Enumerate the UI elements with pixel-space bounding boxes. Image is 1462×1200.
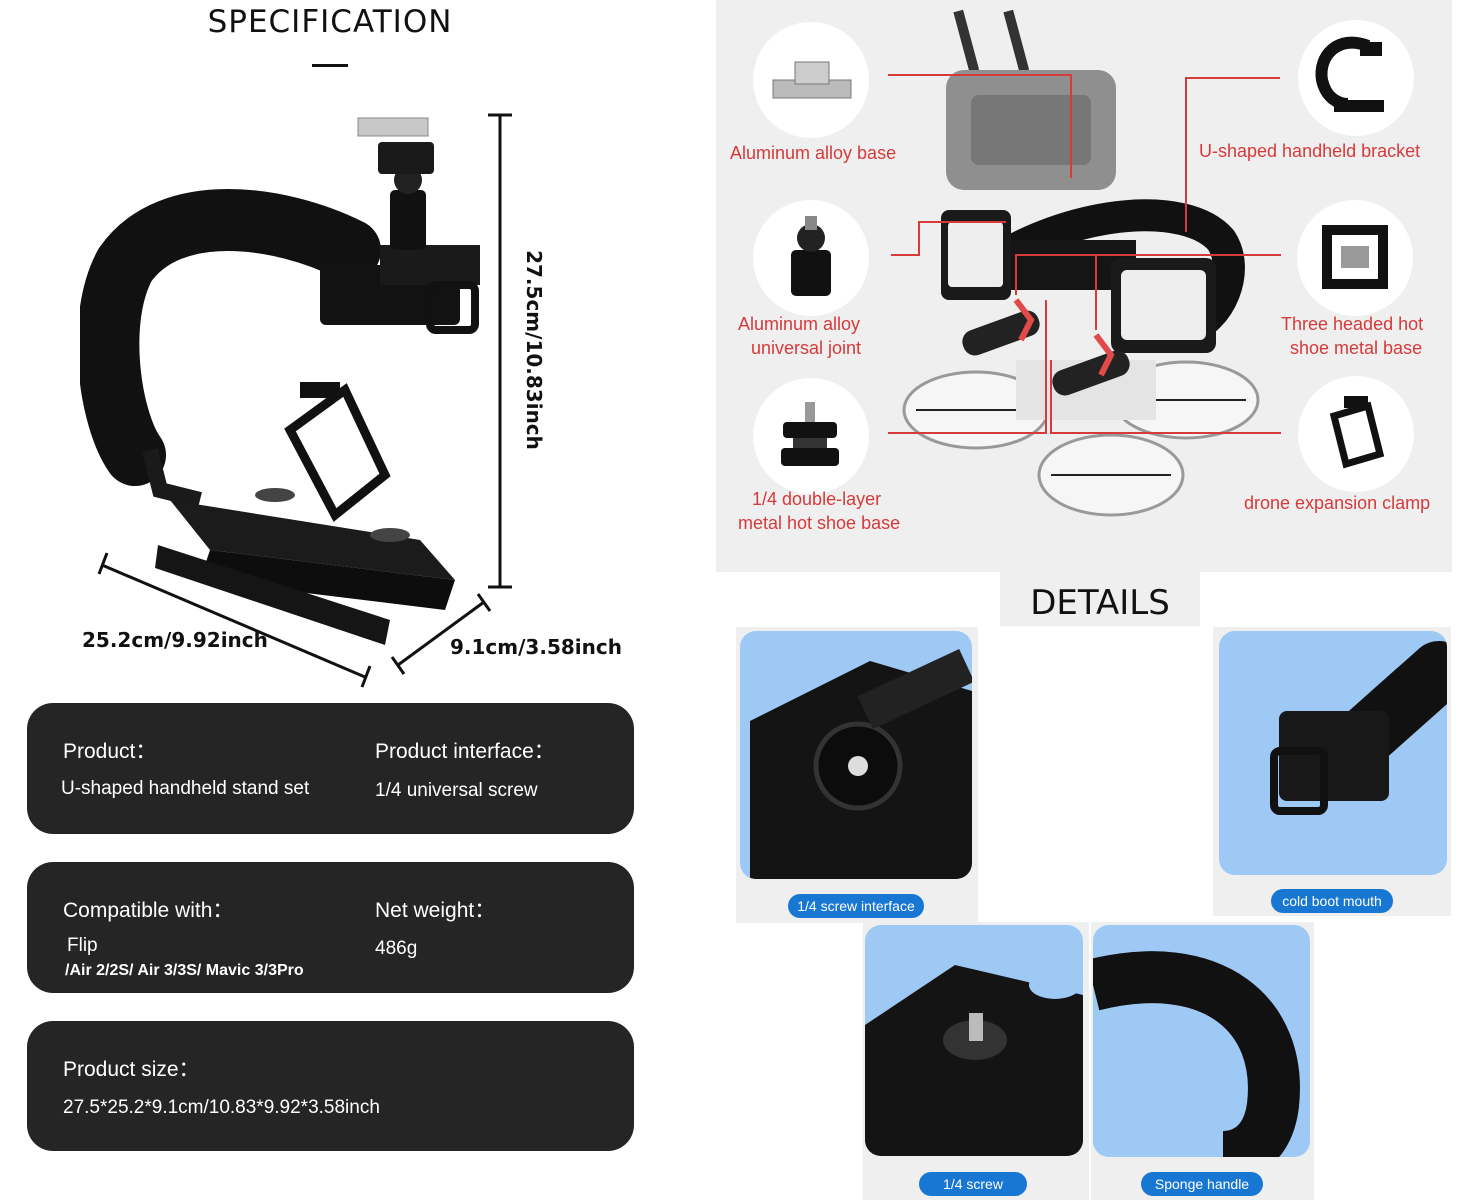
u-shaped-stand-image xyxy=(80,113,512,688)
screw-caption: 1/4 screw xyxy=(919,1172,1027,1196)
product-value: U-shaped handheld stand set xyxy=(61,778,310,799)
drone-assembly-image xyxy=(888,9,1281,517)
product-interface-label: Product interface： xyxy=(375,740,555,763)
hot-shoe-label-line2: metal hot shoe base xyxy=(738,513,901,533)
title-underline xyxy=(312,64,348,67)
universal-joint-thumb xyxy=(753,200,869,316)
product-label: Product： xyxy=(63,740,157,763)
detail-screw: 1/4 screw xyxy=(863,922,1089,1200)
net-weight-value: 486g xyxy=(375,938,418,959)
screw-interface-caption: 1/4 screw interface xyxy=(788,894,924,918)
height-dimension-label: 27.5cm/10.83inch xyxy=(522,250,546,450)
detail-screw-interface: 1/4 screw interface xyxy=(736,627,978,923)
compatible-value-line1: Flip xyxy=(67,935,98,956)
aluminum-base-thumb xyxy=(753,22,869,138)
universal-joint-label-line2: universal joint xyxy=(751,338,862,358)
sponge-photo xyxy=(1093,925,1310,1157)
product-size-label: Product size： xyxy=(63,1058,200,1081)
three-head-label-line1: Three headed hot xyxy=(1281,314,1424,334)
product-size-card: Product size： 27.5*25.2*9.1cm/10.83*9.92… xyxy=(27,1021,634,1151)
cold-boot-caption: cold boot mouth xyxy=(1271,889,1393,913)
sponge-caption: Sponge handle xyxy=(1141,1172,1263,1196)
drone-clamp-label: drone expansion clamp xyxy=(1244,493,1431,513)
three-head-thumb xyxy=(1297,200,1413,316)
detail-cold-boot: cold boot mouth xyxy=(1213,627,1451,916)
hot-shoe-label-line1: 1/4 double-layer xyxy=(752,489,882,509)
detail-sponge: Sponge handle xyxy=(1091,922,1314,1200)
compatible-label: Compatible with： xyxy=(63,899,234,922)
screw-interface-photo xyxy=(740,631,972,879)
specification-title: SPECIFICATION xyxy=(207,4,453,40)
u-bracket-label: U-shaped handheld bracket xyxy=(1199,141,1421,161)
aluminum-base-label: Aluminum alloy base xyxy=(730,143,897,163)
components-diagram: Aluminum alloy base Aluminum alloy unive… xyxy=(716,0,1452,572)
depth-dimension-label: 9.1cm/3.58inch xyxy=(450,635,622,659)
hot-shoe-thumb xyxy=(753,378,869,494)
u-bracket-thumb xyxy=(1298,20,1414,136)
universal-joint-label-line1: Aluminum alloy xyxy=(738,314,861,334)
width-dimension-label: 25.2cm/9.92inch xyxy=(82,628,268,652)
details-title: DETAILS xyxy=(1000,572,1200,626)
product-size-value: 27.5*25.2*9.1cm/10.83*9.92*3.58inch xyxy=(63,1097,380,1118)
net-weight-label: Net weight： xyxy=(375,899,496,922)
screw-photo xyxy=(865,925,1083,1156)
drone-clamp-thumb xyxy=(1298,376,1414,492)
compatible-value-line2: /Air 2/2S/ Air 3/3S/ Mavic 3/3Pro xyxy=(65,962,304,979)
product-info-card: Product： U-shaped handheld stand set Pro… xyxy=(27,703,634,834)
compatibility-card: Compatible with： Flip /Air 2/2S/ Air 3/3… xyxy=(27,862,634,993)
three-head-label-line2: shoe metal base xyxy=(1290,338,1423,358)
cold-boot-photo xyxy=(1219,631,1447,875)
product-interface-value: 1/4 universal screw xyxy=(375,780,538,801)
